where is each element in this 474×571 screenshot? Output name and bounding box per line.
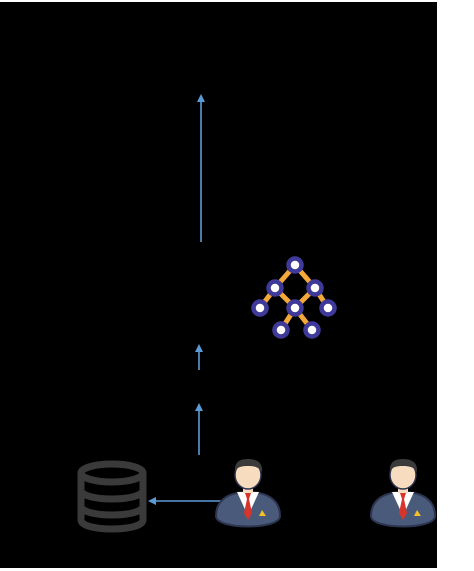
diagram-panel [0, 2, 437, 568]
businessman-icon-primary [214, 459, 282, 528]
tree-network-icon [251, 256, 337, 339]
panel-top-margin [0, 0, 437, 2]
database-icon [77, 460, 147, 533]
businessman-icon-secondary [369, 459, 437, 528]
